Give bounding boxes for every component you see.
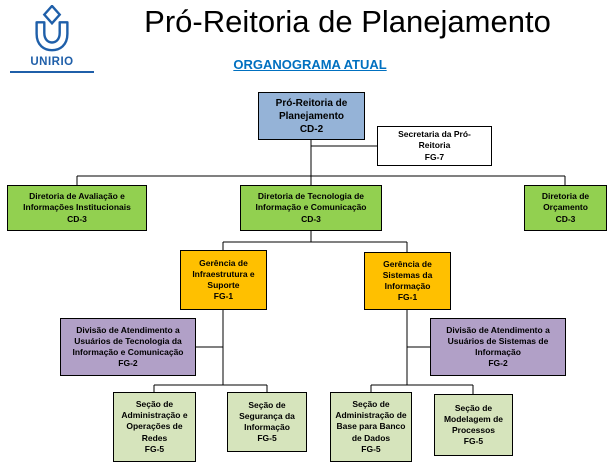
node-label: Seção de Administração e Operações de Re… xyxy=(121,399,188,454)
unirio-logo-icon xyxy=(35,5,69,52)
node-label: Secretaria da Pró- Reitoria FG-7 xyxy=(398,129,471,162)
node-label: Seção de Modelagem de Processos FG-5 xyxy=(443,402,504,447)
node-gerencia-sistemas: Gerência de Sistemas da Informação FG-1 xyxy=(364,252,451,310)
node-label: Diretoria de Tecnologia de Informação e … xyxy=(255,191,367,224)
node-diretoria-tecnologia: Diretoria de Tecnologia de Informação e … xyxy=(240,185,382,231)
unirio-logo: UNIRIO xyxy=(10,5,94,73)
node-divisao-atendimento-tic: Divisão de Atendimento a Usuários de Tec… xyxy=(60,318,196,376)
node-label: Gerência de Sistemas da Informação FG-1 xyxy=(382,258,433,303)
node-label: Gerência de Infraestrutura e Suporte FG-… xyxy=(192,257,255,302)
node-pro-reitoria: Pró-Reitoria de Planejamento CD-2 xyxy=(258,92,365,140)
node-label: Seção de Administração de Base para Banc… xyxy=(335,399,407,454)
page-title: Pró-Reitoria de Planejamento xyxy=(144,4,551,39)
node-secao-seguranca: Seção de Segurança da Informação FG-5 xyxy=(227,392,307,452)
node-gerencia-infraestrutura: Gerência de Infraestrutura e Suporte FG-… xyxy=(180,250,267,310)
node-diretoria-avaliacao: Diretoria de Avaliação e Informações Ins… xyxy=(7,185,147,231)
node-divisao-atendimento-si: Divisão de Atendimento a Usuários de Sis… xyxy=(430,318,566,376)
page-subtitle: ORGANOGRAMA ATUAL xyxy=(233,57,387,72)
logo-divider xyxy=(10,71,94,73)
node-diretoria-orcamento: Diretoria de Orçamento CD-3 xyxy=(524,185,607,231)
node-label: Divisão de Atendimento a Usuários de Tec… xyxy=(72,324,184,369)
unirio-logo-text: UNIRIO xyxy=(30,56,74,68)
node-secao-banco-dados: Seção de Administração de Base para Banc… xyxy=(330,392,412,462)
node-label: Seção de Segurança da Informação FG-5 xyxy=(239,399,295,444)
node-secao-modelagem: Seção de Modelagem de Processos FG-5 xyxy=(434,394,513,456)
node-secretaria: Secretaria da Pró- Reitoria FG-7 xyxy=(377,126,492,166)
node-label: Diretoria de Avaliação e Informações Ins… xyxy=(23,191,131,224)
node-label: Diretoria de Orçamento CD-3 xyxy=(541,191,590,224)
node-secao-redes: Seção de Administração e Operações de Re… xyxy=(113,392,196,462)
node-label: Pró-Reitoria de Planejamento CD-2 xyxy=(275,97,348,135)
node-label: Divisão de Atendimento a Usuários de Sis… xyxy=(446,324,550,369)
